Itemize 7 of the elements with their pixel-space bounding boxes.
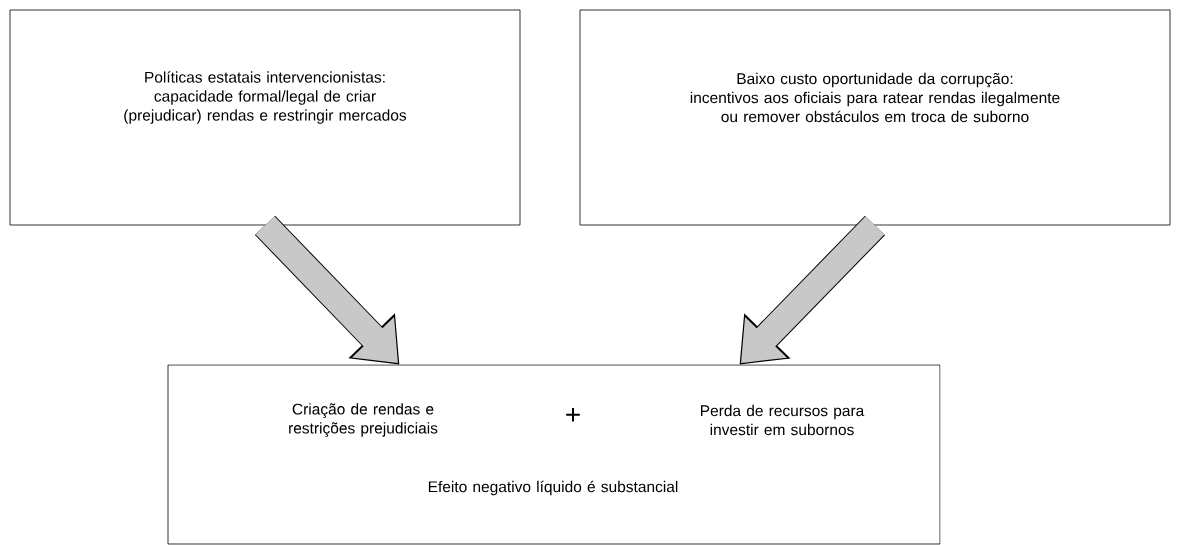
box-text: Criação de rendas e restrições prejudiciais bbox=[289, 403, 438, 437]
plus-sign: + bbox=[566, 407, 580, 422]
box-text: Perda de recursos para investir em subornos bbox=[701, 404, 865, 436]
box-text: Efeito negativo líquido é substancial bbox=[428, 480, 678, 496]
process-box bbox=[167, 364, 941, 545]
process-box: Baixo custo oportunidade da corrupção: incentivos aos oficiais para ratear rendas ilegalmente ou remover obstáculos em troca de suborno bbox=[579, 9, 1171, 226]
process-box: Políticas estatais intervencionistas: capacidade formal/legal de criar (prejudicar) rendas e restringir mercados bbox=[9, 9, 521, 226]
